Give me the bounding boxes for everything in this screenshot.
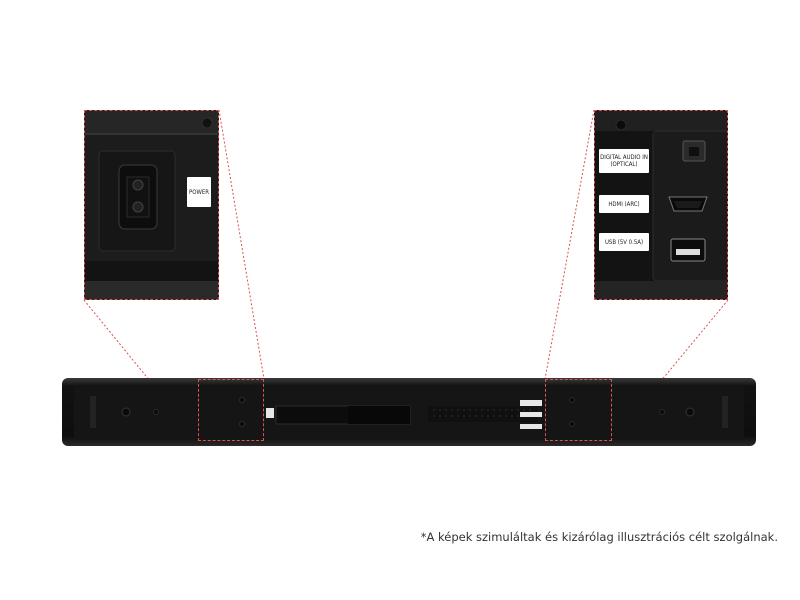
optical-label: DIGITAL AUDIO IN (OPTICAL) — [599, 149, 649, 173]
disclaimer-text: *A képek szimuláltak és kizárólag illusz… — [420, 530, 778, 544]
power-label: POWER — [187, 177, 211, 207]
soundbar-rear-view — [62, 378, 756, 446]
ports-closeup — [595, 111, 727, 299]
power-port-zoom-panel: POWER — [84, 110, 219, 300]
usb-label: USB (5V 0.5A) — [599, 233, 649, 251]
ports-zoom-panel: DIGITAL AUDIO IN (OPTICAL) HDMI (ARC) US… — [594, 110, 728, 300]
soundbar-details — [90, 396, 728, 429]
ports-highlight-box — [545, 379, 612, 441]
hdmi-label: HDMI (ARC) — [599, 195, 649, 213]
power-highlight-box — [198, 379, 264, 441]
